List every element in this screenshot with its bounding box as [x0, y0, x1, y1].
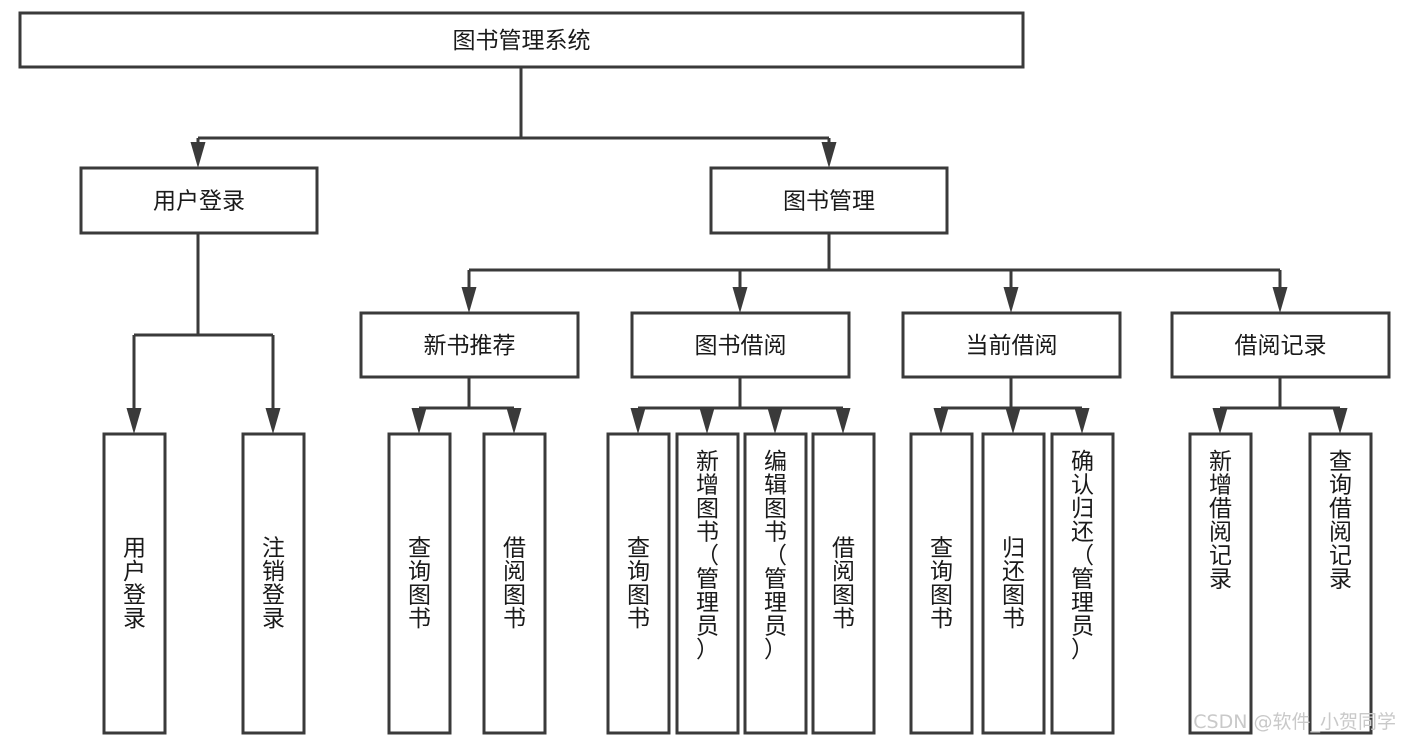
- node-label: 归还图书: [1002, 535, 1025, 632]
- arrow-head-icon: [1003, 287, 1019, 313]
- node-box: [630, 311, 851, 379]
- arrow-head-icon: [1005, 408, 1021, 434]
- node-box: [18, 11, 1025, 69]
- node-query-book-borrow[interactable]: 查询图书: [606, 432, 671, 735]
- arrow-head-icon: [767, 408, 783, 434]
- node-label: 确认归还（管理员）: [1071, 449, 1094, 663]
- node-box: [743, 432, 808, 735]
- node-box: [359, 311, 580, 379]
- node-box: [1050, 432, 1115, 735]
- node-label: 借阅记录: [1235, 333, 1327, 359]
- arrow-head-icon: [1332, 408, 1348, 434]
- node-label: 新增图书（管理员）: [696, 449, 719, 663]
- arrow-head-icon: [126, 408, 142, 434]
- node-label: 编辑图书（管理员）: [764, 449, 787, 663]
- node-box: [909, 432, 974, 735]
- connector-layer: [126, 67, 1348, 434]
- node-label: 图书管理: [783, 189, 875, 215]
- node-label: 新书推荐: [424, 333, 516, 359]
- node-book-borrow[interactable]: 图书借阅: [630, 311, 851, 379]
- arrow-head-icon: [699, 408, 715, 434]
- node-label: 查询图书: [930, 535, 953, 632]
- node-box: [1170, 311, 1391, 379]
- node-box: [901, 311, 1122, 379]
- arrow-head-icon: [506, 408, 522, 434]
- node-confirm-return-admin[interactable]: 确认归还（管理员）: [1050, 432, 1115, 735]
- node-box: [1308, 432, 1373, 735]
- node-label: 用户登录: [123, 535, 146, 632]
- node-root[interactable]: 图书管理系统: [18, 11, 1025, 69]
- node-user-login[interactable]: 用户登录: [79, 166, 319, 235]
- node-label: 图书借阅: [695, 333, 787, 359]
- node-box: [102, 432, 167, 735]
- node-query-borrow-record[interactable]: 查询借阅记录: [1308, 432, 1373, 735]
- arrow-head-icon: [732, 287, 748, 313]
- node-label: 查询借阅记录: [1329, 449, 1352, 593]
- arrow-head-icon: [835, 408, 851, 434]
- node-box: [606, 432, 671, 735]
- arrow-head-icon: [1212, 408, 1228, 434]
- arrow-head-icon: [265, 408, 281, 434]
- node-current-borrow[interactable]: 当前借阅: [901, 311, 1122, 379]
- node-label: 借阅图书: [832, 535, 855, 632]
- node-label: 图书管理系统: [453, 28, 591, 54]
- node-new-book-recommend[interactable]: 新书推荐: [359, 311, 580, 379]
- node-borrow-record[interactable]: 借阅记录: [1170, 311, 1391, 379]
- arrow-head-icon: [190, 142, 206, 168]
- node-book-management[interactable]: 图书管理: [709, 166, 949, 235]
- node-box: [981, 432, 1046, 735]
- csdn-watermark: CSDN @软件_小贺同学: [1193, 711, 1396, 733]
- node-user-logout-leaf[interactable]: 注销登录: [241, 432, 306, 735]
- node-layer: 图书管理系统用户登录图书管理新书推荐图书借阅当前借阅借阅记录用户登录注销登录查询…: [18, 11, 1391, 735]
- node-add-borrow-record[interactable]: 新增借阅记录: [1188, 432, 1253, 735]
- arrow-head-icon: [411, 408, 427, 434]
- arrow-head-icon: [1272, 287, 1288, 313]
- node-label: 注销登录: [262, 535, 285, 632]
- node-label: 查询图书: [408, 535, 431, 632]
- node-box: [709, 166, 949, 235]
- node-edit-book-admin[interactable]: 编辑图书（管理员）: [743, 432, 808, 735]
- node-box: [241, 432, 306, 735]
- node-box: [1188, 432, 1253, 735]
- node-label: 用户登录: [153, 189, 245, 215]
- arrow-head-icon: [630, 408, 646, 434]
- node-borrow-book-borrow[interactable]: 借阅图书: [811, 432, 876, 735]
- node-box: [675, 432, 740, 735]
- arrow-head-icon: [461, 287, 477, 313]
- node-label: 查询图书: [627, 535, 650, 632]
- arrow-head-icon: [933, 408, 949, 434]
- arrow-head-icon: [821, 142, 837, 168]
- node-box: [482, 432, 547, 735]
- node-query-book-recommend[interactable]: 查询图书: [387, 432, 452, 735]
- node-label: 当前借阅: [966, 333, 1058, 359]
- node-add-book-admin[interactable]: 新增图书（管理员）: [675, 432, 740, 735]
- node-query-book-current[interactable]: 查询图书: [909, 432, 974, 735]
- node-return-book-current[interactable]: 归还图书: [981, 432, 1046, 735]
- node-box: [79, 166, 319, 235]
- node-box: [811, 432, 876, 735]
- node-borrow-book-recommend[interactable]: 借阅图书: [482, 432, 547, 735]
- arrow-head-icon: [1074, 408, 1090, 434]
- node-user-login-leaf[interactable]: 用户登录: [102, 432, 167, 735]
- node-label: 借阅图书: [503, 535, 526, 632]
- node-box: [387, 432, 452, 735]
- node-label: 新增借阅记录: [1209, 449, 1232, 593]
